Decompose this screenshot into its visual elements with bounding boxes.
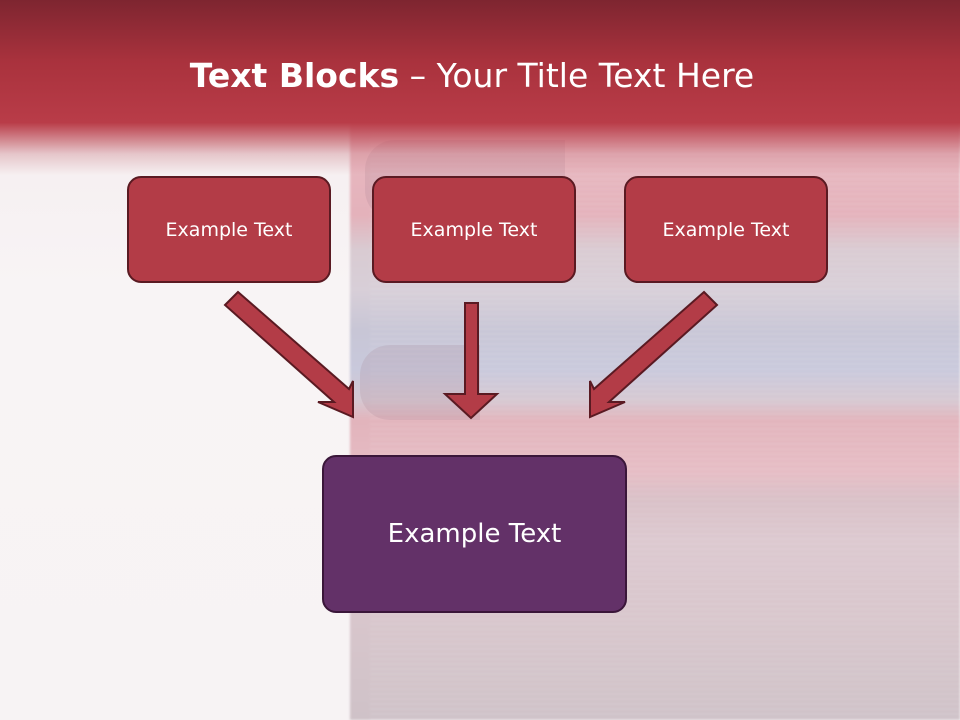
title-bold: Text Blocks	[189, 56, 400, 95]
slide-title: Text Blocks – Your Title Text Here	[0, 52, 944, 100]
text-block-2[interactable]: Example Text	[372, 176, 576, 283]
text-block-3[interactable]: Example Text	[624, 176, 828, 283]
target-block[interactable]: Example Text	[322, 455, 627, 613]
arrow-left	[223, 290, 354, 419]
title-rest: – Your Title Text Here	[399, 56, 755, 95]
arrow-center	[442, 302, 500, 420]
title-bar	[0, 0, 960, 175]
arrow-right	[589, 290, 719, 419]
text-block-1[interactable]: Example Text	[127, 176, 331, 283]
